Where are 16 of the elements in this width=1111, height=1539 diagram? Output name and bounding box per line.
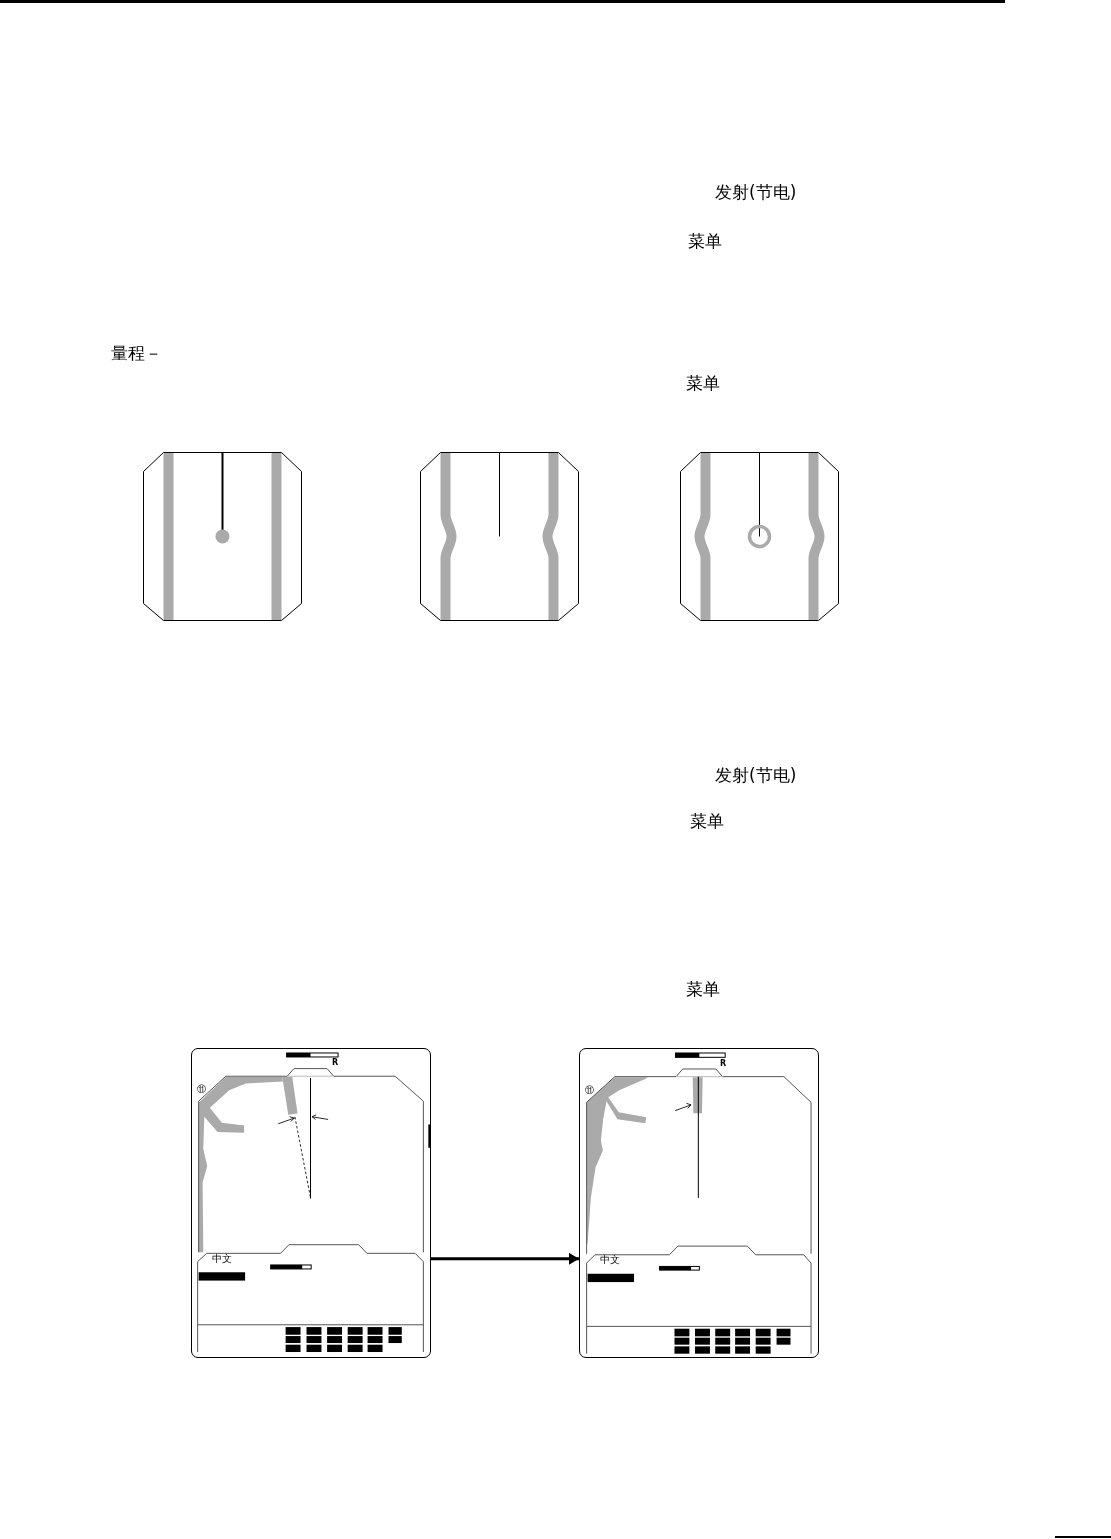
screen-display — [579, 1048, 819, 1358]
key-label: 菜单 — [690, 813, 724, 830]
key-label: 菜单 — [688, 233, 722, 250]
key-label: 菜单 — [686, 375, 720, 392]
key-label: 量程－ — [111, 345, 162, 362]
circled-number: ⑪ — [197, 1085, 206, 1094]
key-label: 发射(节电) — [715, 184, 797, 201]
language-label: 中文 — [212, 1254, 232, 1264]
screen-label: R — [720, 1060, 727, 1068]
circled-number: ⑪ — [585, 1086, 594, 1095]
key-label: 发射(节电) — [715, 767, 797, 784]
screen-label: R — [332, 1059, 339, 1067]
screen-display — [191, 1048, 431, 1358]
arrow — [431, 1252, 579, 1265]
key-label: 菜单 — [686, 981, 720, 998]
language-label: 中文 — [600, 1255, 620, 1265]
